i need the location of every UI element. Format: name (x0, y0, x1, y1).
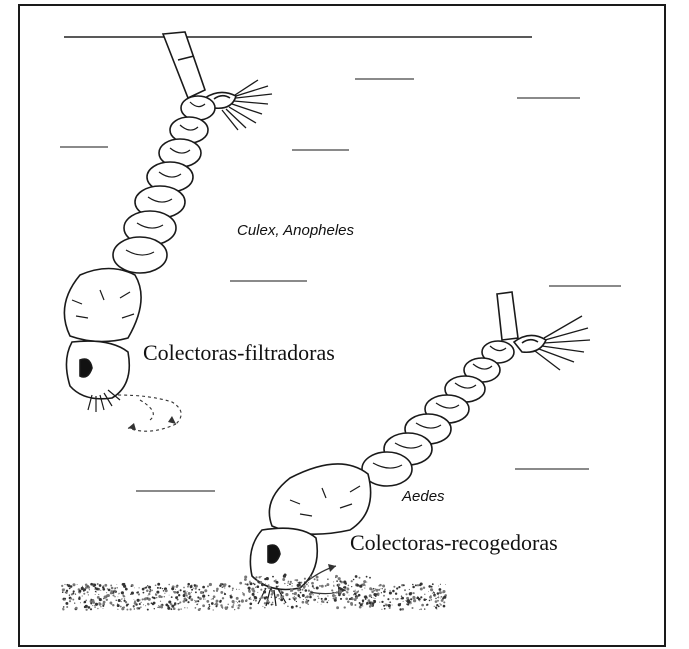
water-ripples (60, 79, 621, 491)
bottom-sediment (61, 573, 447, 611)
genus-label-aedes: Aedes (402, 488, 445, 505)
genus-label-culex-anopheles: Culex, Anopheles (237, 222, 354, 239)
feeding-group-label-gatherer: Colectoras-recogedoras (350, 530, 558, 556)
feeding-group-label-filter: Colectoras-filtradoras (143, 340, 335, 366)
